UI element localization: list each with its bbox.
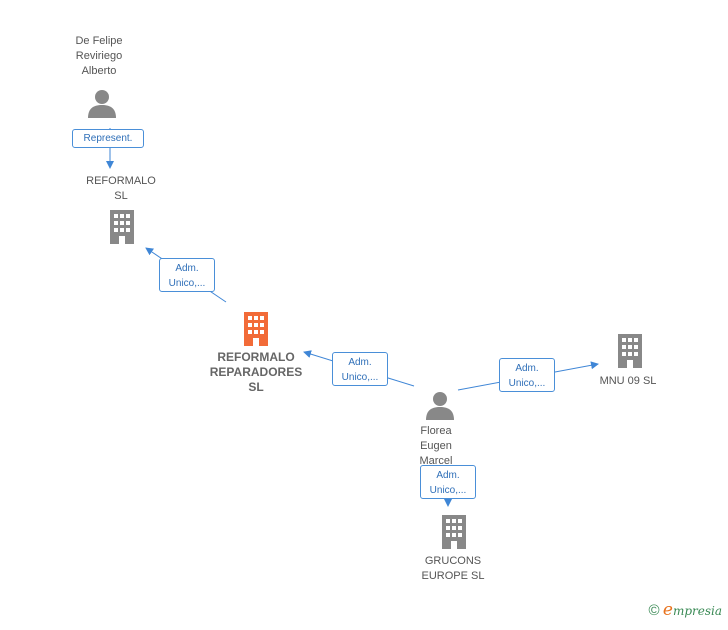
relation-adm-4[interactable]: Adm. Unico,... [420,465,476,499]
company-reformalo-sl-label: REFORMALO SL [86,175,156,202]
building-icon[interactable] [440,515,468,549]
person-icon[interactable] [87,88,117,118]
relation-adm-3[interactable]: Adm. Unico,... [499,358,555,392]
relation-represent[interactable]: Represent. [72,129,144,148]
footer-brand: © empresia [648,600,722,620]
person-felipe-label: De Felipe Reviriego Alberto [75,35,123,77]
relation-adm-2[interactable]: Adm. Unico,... [332,352,388,386]
company-grucons-label: GRUCONS EUROPE SL [421,555,485,582]
building-icon[interactable] [108,210,136,244]
person-icon[interactable] [425,390,455,420]
relation-adm-1[interactable]: Adm. Unico,... [159,258,215,292]
company-mnu-label: MNU 09 SL [599,375,657,387]
copyright-icon: © [648,602,660,619]
building-icon-main[interactable] [242,312,270,346]
building-icon[interactable] [616,334,644,368]
brand-logo: empresia [662,600,722,620]
company-main-label: REFORMALO REPARADORES SL [209,350,303,394]
person-florea-label: Florea Eugen Marcel [419,425,453,464]
